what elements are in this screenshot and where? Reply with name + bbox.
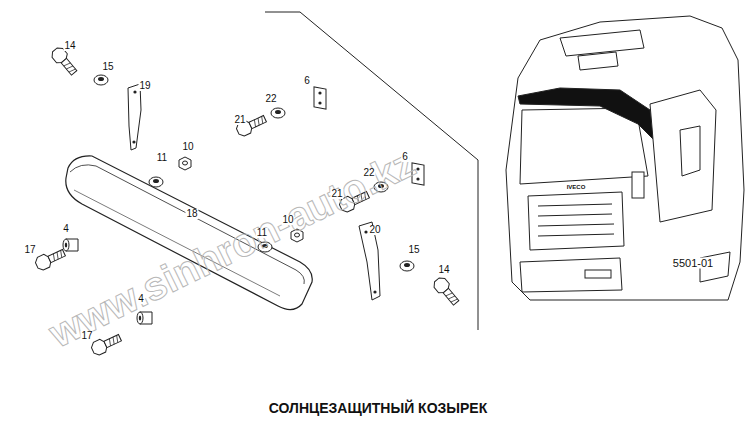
callout-number: 22 xyxy=(264,94,277,104)
callout-number: 14 xyxy=(437,265,450,275)
callout-number: 4 xyxy=(137,294,145,304)
callout-number: 10 xyxy=(281,215,294,225)
callout-number: 17 xyxy=(80,331,93,341)
brand-badge: IVECO xyxy=(566,184,587,190)
figure-code: 5501-01 xyxy=(672,258,714,269)
callout-number: 11 xyxy=(256,228,268,238)
callout-number: 11 xyxy=(156,153,168,163)
callout-number: 15 xyxy=(407,245,420,255)
callout-number: 15 xyxy=(101,62,114,72)
callout-number: 21 xyxy=(330,189,343,199)
callout-number: 20 xyxy=(368,225,381,235)
callout-number: 22 xyxy=(362,168,375,178)
callout-number: 19 xyxy=(138,81,151,91)
callout-number: 21 xyxy=(233,115,246,125)
callout-number: 18 xyxy=(185,209,198,219)
diagram-title: СОЛНЦЕЗАЩИТНЫЙ КОЗЫРЕК xyxy=(269,400,487,416)
callout-number: 6 xyxy=(303,76,311,86)
callout-number: 14 xyxy=(63,41,76,51)
callout-number: 4 xyxy=(62,224,70,234)
callout-number: 17 xyxy=(23,245,36,255)
callout-number: 6 xyxy=(401,152,409,162)
callout-number: 10 xyxy=(181,142,194,152)
